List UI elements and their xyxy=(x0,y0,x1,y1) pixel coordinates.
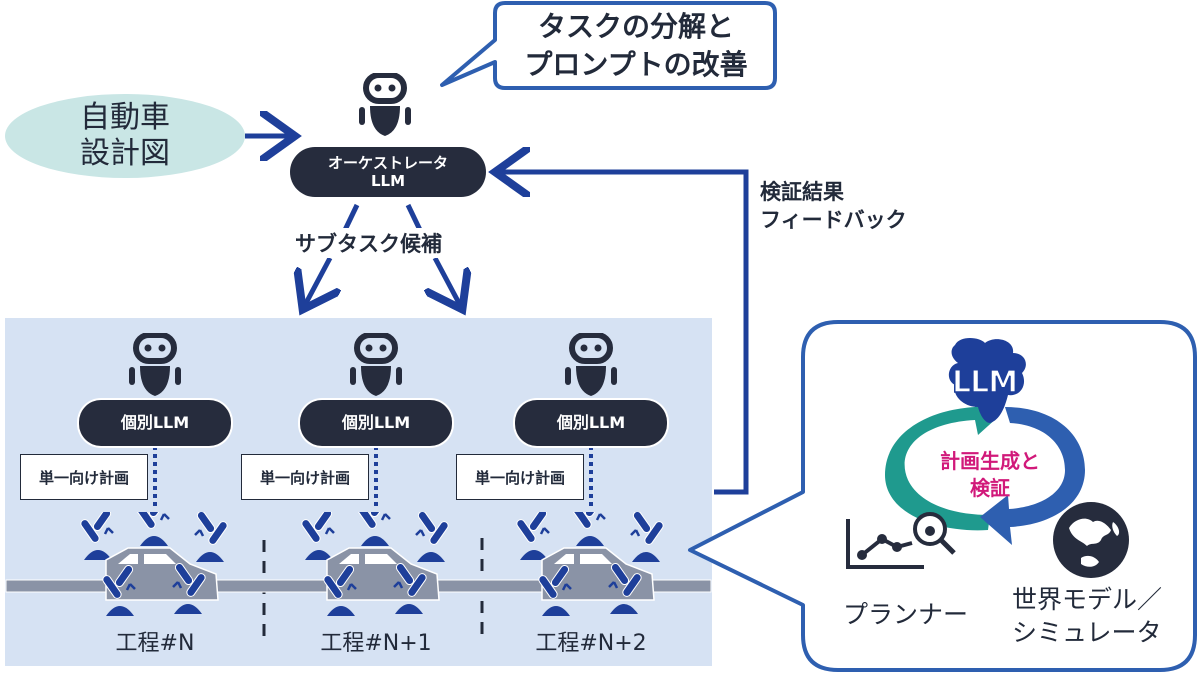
arrow-subtask-left xyxy=(305,256,330,305)
individual-llm-node: 個別LLM xyxy=(515,400,667,446)
input-ellipse xyxy=(5,94,245,178)
input-label: 自動車 設計図 xyxy=(65,100,185,172)
orchestrator-label-line2: LLM xyxy=(370,172,406,190)
robot-icon xyxy=(350,333,402,396)
planning-cycle-graphic xyxy=(885,338,1085,545)
single-plan-label: 単一向け計画 xyxy=(259,468,350,487)
robot-icon xyxy=(565,333,617,396)
robot-icon xyxy=(359,73,411,136)
detail-panel-bubble xyxy=(688,320,1197,672)
speech-bubble-line1: タスクの分解と xyxy=(537,10,734,43)
arrow-feedback xyxy=(500,172,749,495)
subtask-candidates-label: サブタスク候補 xyxy=(293,228,444,258)
feedback-label: 検証結果 フィードバック xyxy=(760,178,907,234)
speech-bubble-shape xyxy=(440,1,777,90)
speech-bubble-line2: プロンプトの改善 xyxy=(524,48,748,81)
speech-bubble-text: タスクの分解と プロンプトの改善 xyxy=(497,8,775,84)
feedback-label-line2: フィードバック xyxy=(760,208,907,232)
arrow-subtask-right xyxy=(435,256,460,305)
process-step-label: 工程#N+1 xyxy=(320,631,432,656)
llm-cloud xyxy=(948,338,1026,423)
planner-chart-icon xyxy=(846,512,956,569)
planner-label: プランナー xyxy=(843,600,969,629)
orchestrator-llm-node: オーケストレータ LLM xyxy=(290,147,486,197)
input-label-line1: 自動車 xyxy=(80,100,170,135)
process-step-label: 工程#N+2 xyxy=(535,631,647,656)
individual-llm-node: 個別LLM xyxy=(300,400,452,446)
individual-llm-label: 個別LLM xyxy=(556,413,626,433)
world-model-label-line1: 世界モデル／ xyxy=(1012,585,1163,614)
cycle-label-line2: 検証 xyxy=(970,476,1010,500)
cycle-label-line1: 計画生成と xyxy=(940,449,1040,473)
world-model-label: 世界モデル／ シミュレータ xyxy=(1012,583,1162,649)
arrow-subtask-right-upper xyxy=(405,203,423,232)
single-plan-label: 単一向け計画 xyxy=(38,468,129,487)
single-plan-note: 単一向け計画 xyxy=(20,454,148,500)
llm-badge: LLM xyxy=(951,364,1019,401)
world-model-label-line2: シミュレータ xyxy=(1012,618,1162,647)
individual-llm-label: 個別LLM xyxy=(120,413,190,433)
single-plan-label: 単一向け計画 xyxy=(474,468,565,487)
cycle-label: 計画生成と 検証 xyxy=(920,448,1060,502)
process-step-label: 工程#N xyxy=(115,631,195,656)
input-label-line2: 設計図 xyxy=(80,136,170,171)
assembly-station-graphic xyxy=(80,512,228,616)
individual-llm-label: 個別LLM xyxy=(341,413,411,433)
cycle-arrow-blue xyxy=(980,407,1085,545)
individual-llm-node: 個別LLM xyxy=(79,400,231,446)
feedback-label-line1: 検証結果 xyxy=(760,180,844,204)
assembly-station-graphic xyxy=(516,512,664,616)
arrow-subtask-left-upper xyxy=(342,203,360,232)
single-plan-note: 単一向け計画 xyxy=(456,454,584,500)
globe-icon xyxy=(1053,502,1129,578)
cycle-arrow-teal xyxy=(885,395,998,531)
robot-icon xyxy=(129,333,181,396)
single-plan-note: 単一向け計画 xyxy=(241,454,369,500)
orchestrator-label-line1: オーケストレータ xyxy=(327,154,448,172)
assembly-station-graphic xyxy=(301,512,449,616)
